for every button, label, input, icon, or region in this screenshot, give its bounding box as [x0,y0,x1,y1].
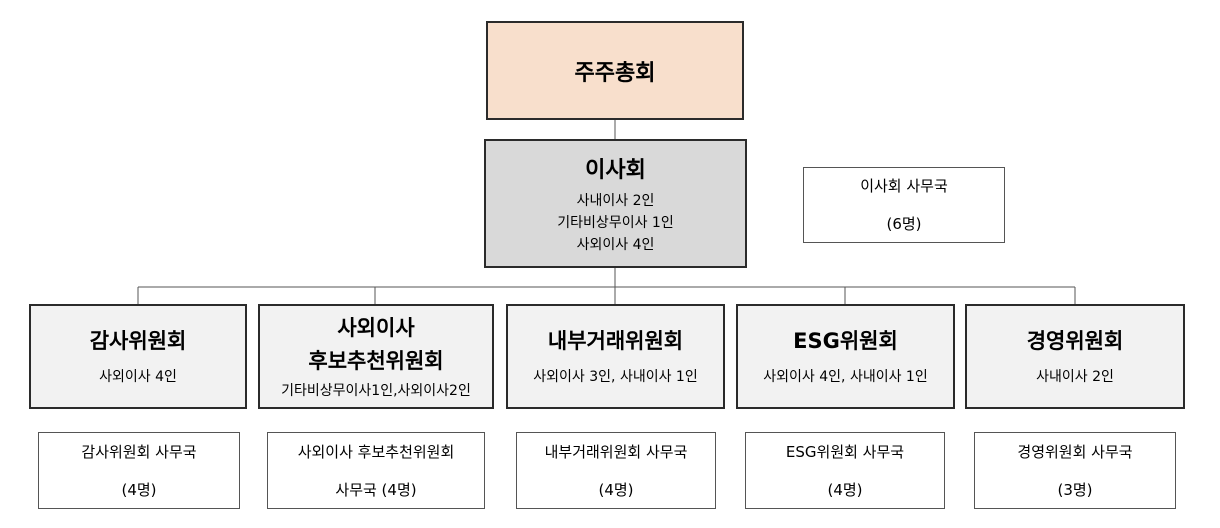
committee-office-box-management: 경영위원회 사무국 (3명) [974,432,1176,509]
committee-detail: 사내이사 2인 [1036,369,1114,385]
committee-detail: 사외이사 4인, 사내이사 1인 [763,369,928,385]
committee-title-line2: 후보추천위원회 [308,348,444,373]
shareholders-meeting-box: 주주총회 [486,21,744,120]
committee-box-esg: ESG위원회 사외이사 4인, 사내이사 1인 [736,304,955,409]
committee-box-nomination: 사외이사 후보추천위원회 기타비상무이사1인,사외이사2인 [258,304,494,409]
committee-office-name: 내부거래위원회 사무국 [544,442,688,461]
committee-title: ESG위원회 [793,329,898,353]
committee-office-headcount: (4명) [121,480,157,499]
committee-office-name: 감사위원회 사무국 [81,442,197,461]
committee-detail: 사외이사 3인, 사내이사 1인 [533,369,698,385]
board-member-line: 사내이사 2인 [576,192,655,209]
committee-office-headcount: 사무국 (4명) [335,480,417,499]
committee-title: 내부거래위원회 [547,329,684,353]
board-box: 이사회 사내이사 2인 기타비상무이사 1인 사외이사 4인 [484,139,747,268]
committee-office-headcount: (3명) [1057,480,1093,499]
committee-office-name: 사외이사 후보추천위원회 [297,442,455,461]
committee-office-name: ESG위원회 사무국 [785,442,905,461]
committee-box-audit: 감사위원회 사외이사 4인 [29,304,247,409]
committee-box-internal-transaction: 내부거래위원회 사외이사 3인, 사내이사 1인 [506,304,725,409]
board-office-box: 이사회 사무국 (6명) [803,167,1005,243]
board-office-headcount: (6명) [886,215,922,233]
board-member-line: 기타비상무이사 1인 [557,214,674,231]
committee-office-box-audit: 감사위원회 사무국 (4명) [38,432,240,509]
board-member-line: 사외이사 4인 [576,236,655,253]
committee-title: 감사위원회 [89,329,187,353]
committee-title: 경영위원회 [1026,329,1124,353]
committee-office-name: 경영위원회 사무국 [1017,442,1133,461]
committee-detail: 기타비상무이사1인,사외이사2인 [281,382,471,399]
committee-box-management: 경영위원회 사내이사 2인 [965,304,1185,409]
board-title: 이사회 [585,157,646,183]
committee-detail: 사외이사 4인 [99,369,177,385]
committee-office-box-internal-transaction: 내부거래위원회 사무국 (4명) [516,432,716,509]
committee-office-headcount: (4명) [827,480,863,499]
committee-office-box-nomination: 사외이사 후보추천위원회 사무국 (4명) [267,432,485,509]
shareholders-meeting-title: 주주총회 [574,60,656,86]
board-office-name: 이사회 사무국 [860,177,948,195]
committee-office-headcount: (4명) [598,480,634,499]
committee-title: 사외이사 [337,315,415,340]
committee-office-box-esg: ESG위원회 사무국 (4명) [745,432,945,509]
